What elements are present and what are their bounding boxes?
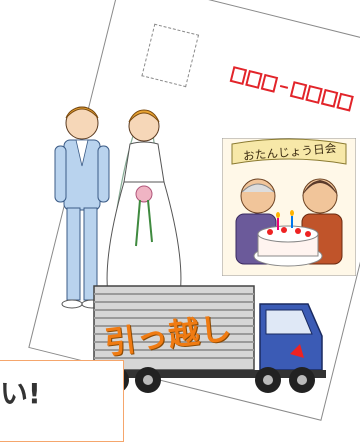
truck-cargo-box (93, 285, 255, 371)
speech-box-text: い! (0, 377, 41, 410)
groom-figure (54, 106, 110, 309)
stamp-area (141, 23, 200, 88)
bride-figure (106, 109, 182, 307)
truck-cab (259, 303, 323, 371)
moving-truck-illustration (90, 285, 326, 393)
wedding-couple-illustration (54, 106, 182, 309)
zip-code-boxes (229, 66, 354, 112)
birthday-party-illustration (222, 138, 356, 276)
